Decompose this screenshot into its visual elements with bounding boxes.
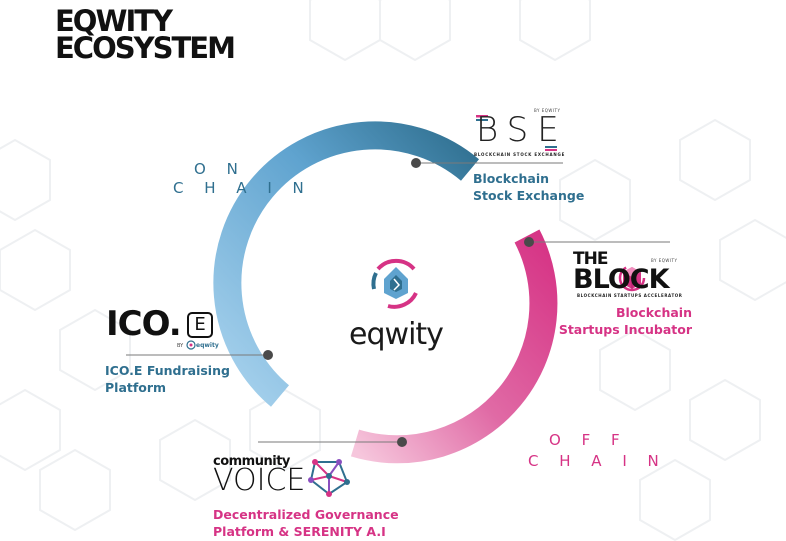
ico-e-logo-by: BY	[177, 343, 184, 349]
off-chain-label-line-2: C H A I N	[528, 452, 667, 470]
community-voice-logo-top: community	[213, 454, 290, 469]
bse-node-dot	[411, 158, 421, 168]
ico-e-logo-text: ICO.	[106, 304, 182, 344]
the-block-label-line-2: Startups Incubator	[558, 322, 692, 337]
the-block-cube-icon	[618, 264, 646, 292]
community-voice-node-dot	[397, 437, 407, 447]
ico-e-logo-box: E	[187, 312, 213, 338]
ico-eqwity-mini-icon	[186, 340, 196, 350]
on-chain-label-line-2: C H A I N	[173, 179, 312, 197]
ico-e-label-line-1: ICO.E Fundraising	[105, 363, 230, 378]
the-block-label-line-1: Blockchain	[615, 305, 692, 320]
off-chain-arc	[350, 229, 558, 464]
on-chain-label-line-1: O N	[194, 160, 246, 178]
eqwity-logo-icon	[371, 258, 418, 309]
on-chain-label: O N	[194, 160, 246, 178]
the-block-label: Blockchain Startups Incubator	[542, 304, 692, 338]
title-line-2: ECOSYSTEM	[55, 31, 236, 65]
community-voice-logo-bottom: VOICE	[213, 463, 306, 498]
community-voice-network-icon	[308, 459, 350, 497]
page-title: EQWITY ECOSYSTEM	[55, 4, 236, 65]
the-block-logo-word: BLOCK	[573, 264, 670, 295]
bse-logo-subtitle: BLOCKCHAIN STOCK EXCHANGE	[474, 152, 566, 157]
bse-logo-mark	[476, 115, 557, 151]
community-voice-label: Decentralized Governance Platform & SERE…	[213, 506, 399, 540]
community-voice-label-line-2: Platform & SERENITY A.I	[213, 524, 386, 539]
community-voice-label-line-1: Decentralized Governance	[213, 507, 399, 522]
bse-label-line-2: Stock Exchange	[473, 188, 585, 203]
off-chain-label-line-1: O F F	[549, 431, 628, 449]
off-chain-label: O F F	[549, 431, 628, 449]
on-chain-arc	[213, 121, 479, 407]
title-line-1: EQWITY	[55, 4, 173, 38]
bse-label: Blockchain Stock Exchange	[473, 170, 584, 204]
ico-e-logo-brand: eqwity	[196, 342, 219, 349]
the-block-logo-the: THE	[573, 249, 608, 269]
off-chain-label-second: C H A I N	[528, 452, 667, 470]
bse-logo-by: BY EQWITY	[534, 108, 561, 113]
ico-e-label-line-2: Platform	[105, 380, 167, 395]
bse-logo-text: BSE	[476, 110, 568, 150]
ico-e-label: ICO.E Fundraising Platform	[105, 362, 230, 396]
ico-e-node-dot	[263, 350, 273, 360]
bse-label-line-1: Blockchain	[473, 171, 550, 186]
the-block-logo-by: BY EQWITY	[651, 258, 678, 263]
eqwity-wordmark: eqwity	[349, 317, 444, 352]
on-chain-label-second: C H A I N	[173, 179, 312, 197]
the-block-node-dot	[524, 237, 534, 247]
the-block-logo-subtitle: BLOCKCHAIN STARTUPS ACCELERATOR	[577, 293, 683, 298]
